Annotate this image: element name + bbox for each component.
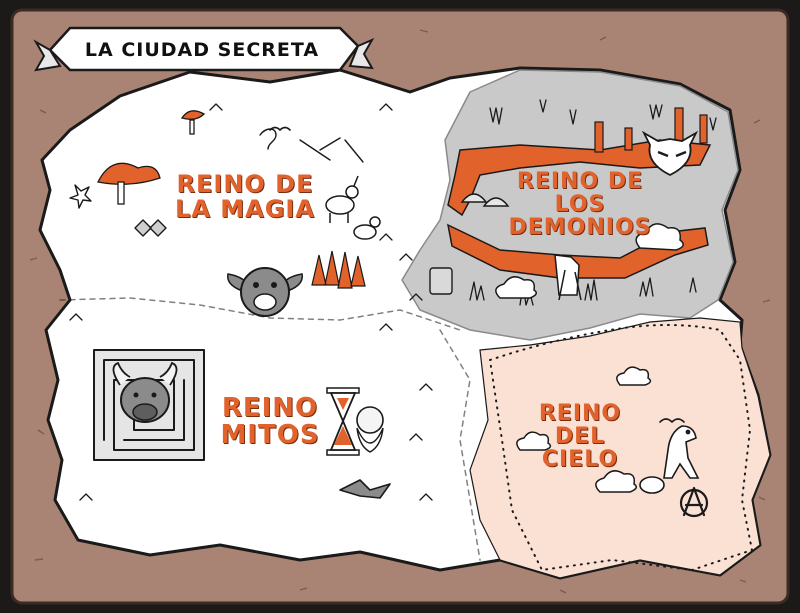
region-label-line: la Magia bbox=[175, 195, 315, 224]
region-label-line: Demonios bbox=[508, 215, 652, 241]
region-label-mitos: Reino Mitos bbox=[215, 393, 325, 451]
region-label-demonios: Reino de los Demonios bbox=[490, 170, 670, 239]
hourglass-icon bbox=[326, 387, 360, 456]
throne-icon bbox=[554, 254, 582, 301]
lava-pillars bbox=[594, 107, 708, 153]
region-label-line: Reino bbox=[538, 401, 622, 426]
region-label-magia: Reino de la Magia bbox=[175, 170, 315, 224]
camp-icon bbox=[429, 193, 510, 295]
region-label-line: del Cielo bbox=[541, 424, 619, 473]
cloud-icon bbox=[495, 223, 684, 493]
map-title: La Ciudad Secreta bbox=[84, 39, 320, 61]
lava-river-top bbox=[447, 139, 712, 217]
anarchy-symbol-icon bbox=[679, 486, 709, 518]
demon-mask-icon bbox=[641, 130, 699, 177]
region-cielo-area bbox=[469, 317, 771, 579]
title-banner bbox=[33, 26, 375, 72]
region-demonios-area bbox=[401, 69, 739, 341]
goblin-icon bbox=[227, 267, 303, 317]
mushroom-icon bbox=[97, 110, 206, 205]
demon-stalagmites bbox=[469, 99, 717, 306]
region-label-line: Reino bbox=[221, 393, 319, 423]
wizard-icon bbox=[356, 406, 384, 453]
minotaur-icon bbox=[112, 361, 178, 423]
region-label-cielo: Reino del Cielo bbox=[515, 402, 645, 471]
bird-icon bbox=[269, 126, 685, 499]
mountain-marks bbox=[69, 103, 433, 501]
dinosaur-icon bbox=[639, 425, 700, 494]
magic-plants bbox=[69, 128, 364, 237]
parchment-scratches bbox=[29, 29, 771, 594]
unicorn-icon bbox=[325, 175, 381, 240]
pine-trees-icon bbox=[311, 250, 366, 289]
region-label-line: Mitos bbox=[220, 420, 320, 451]
region-label-line: Reino de los bbox=[516, 169, 644, 218]
region-label-line: Reino de bbox=[176, 170, 314, 198]
